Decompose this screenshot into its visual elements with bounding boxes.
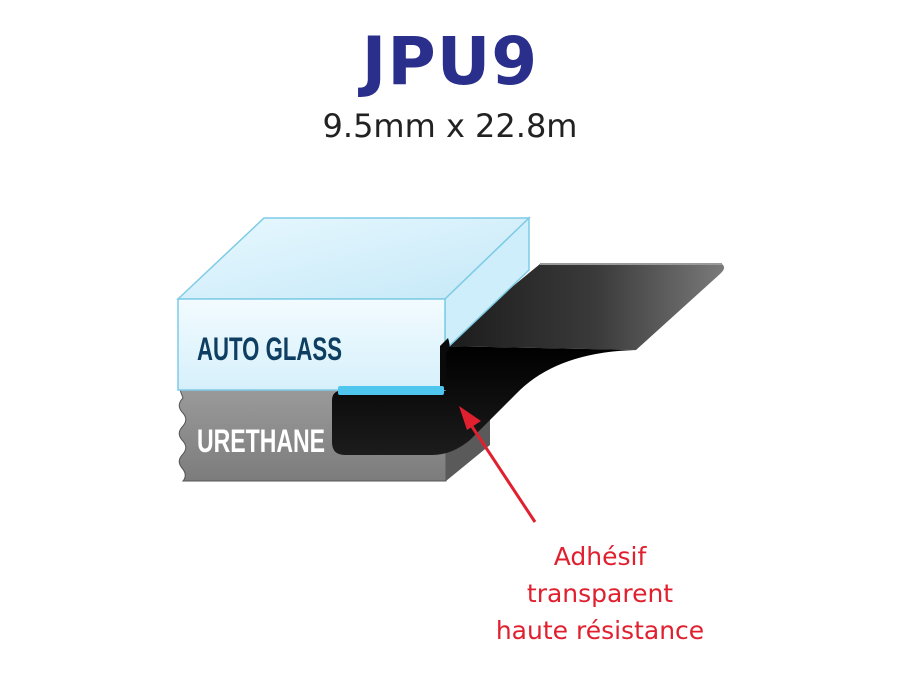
tape-top-surface xyxy=(440,264,725,350)
auto-glass-label: AUTO GLASS xyxy=(197,331,342,367)
tape-wrap-corner xyxy=(440,338,450,390)
urethane-label: URETHANE xyxy=(197,423,325,459)
product-dimensions: 9.5mm x 22.8m xyxy=(322,107,578,145)
callout-arrow xyxy=(459,406,537,523)
callout-line-3: haute résistance xyxy=(495,616,705,645)
callout-line-1: Adhésif xyxy=(553,542,647,571)
glass-front-face xyxy=(177,298,446,391)
product-title: JPU9 xyxy=(361,23,539,100)
callout-line-2: transparent xyxy=(526,579,674,608)
clear-adhesive-strip xyxy=(338,386,444,395)
arrowhead-icon xyxy=(459,406,481,430)
auto-glass-layer xyxy=(176,216,531,391)
tape-fold xyxy=(332,346,636,455)
adhesive-callout: Adhésif transparent haute résistance xyxy=(450,538,750,649)
